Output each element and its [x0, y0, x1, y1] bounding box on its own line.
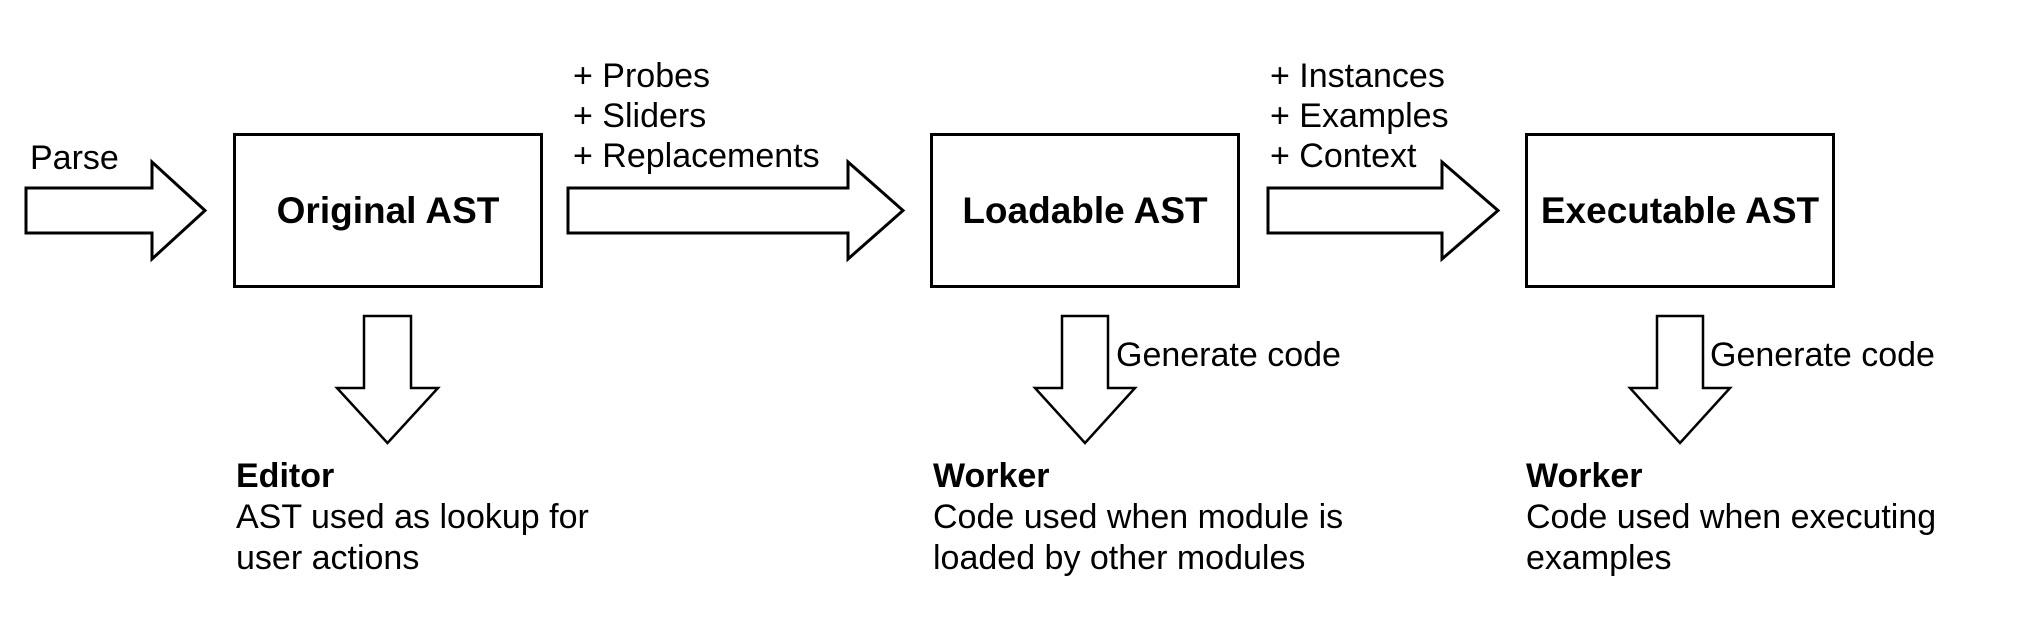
output-block-editor: Editor AST used as lookup for user actio…: [236, 456, 589, 579]
output-block-line: Code used when executing: [1526, 498, 1937, 536]
box-loadable-ast: Loadable AST: [930, 133, 1240, 288]
output-block-line: user actions: [236, 539, 420, 577]
output-block-line: examples: [1526, 539, 1672, 577]
output-block-worker-executable: Worker Code used when executing examples: [1526, 456, 1936, 579]
annotation-line: + Sliders: [573, 97, 707, 135]
generate-code-label-2: Generate code: [1710, 336, 1935, 374]
output-block-line: Code used when module is: [933, 498, 1344, 536]
box-executable-ast: Executable AST: [1525, 133, 1835, 288]
output-block-line: AST used as lookup for: [236, 498, 589, 536]
box-executable-ast-label: Executable AST: [1540, 189, 1820, 231]
transform-annotation-list-2: + Instances + Examples + Context: [1270, 56, 1449, 176]
output-block-line: loaded by other modules: [933, 539, 1306, 577]
annotation-line: + Replacements: [573, 137, 820, 175]
original-to-loadable-right-arrow-icon: [566, 158, 906, 263]
generate-code-label-1: Generate code: [1116, 336, 1341, 374]
annotation-line: + Context: [1270, 137, 1417, 175]
annotation-line: + Probes: [573, 57, 711, 95]
box-original-ast-label: Original AST: [276, 189, 500, 231]
loadable-to-executable-right-arrow-icon: [1266, 158, 1501, 263]
original-to-editor-down-arrow-icon: [334, 314, 441, 445]
annotation-line: + Instances: [1270, 57, 1445, 95]
box-original-ast: Original AST: [233, 133, 543, 288]
transform-annotation-list-1: + Probes + Sliders + Replacements: [573, 56, 820, 176]
output-block-title: Editor: [236, 457, 335, 495]
output-block-title: Worker: [1526, 457, 1643, 495]
annotation-line: + Examples: [1270, 97, 1449, 135]
parse-label: Parse: [30, 139, 119, 177]
output-block-title: Worker: [933, 457, 1050, 495]
box-loadable-ast-label: Loadable AST: [962, 189, 1208, 231]
output-block-worker-loadable: Worker Code used when module is loaded b…: [933, 456, 1343, 579]
